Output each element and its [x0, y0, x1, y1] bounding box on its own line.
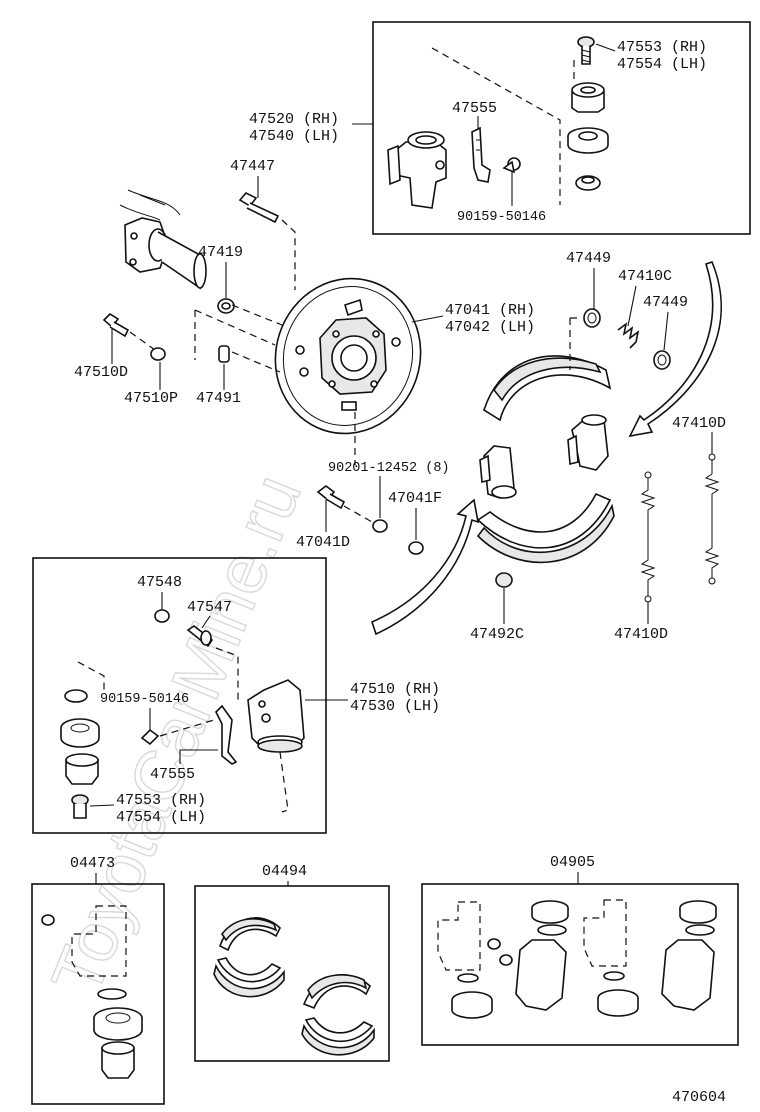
upper-wheel-cylinder-assembly — [387, 36, 609, 209]
label-kit-04473: 04473 — [70, 855, 115, 872]
label-47520-rh: 47520 (RH) — [249, 111, 339, 128]
label-47410d-lower: 47410D — [614, 626, 668, 643]
label-47553-rh-lower: 47553 (RH) — [116, 792, 206, 809]
label-47510d: 47510D — [74, 364, 128, 381]
plug-47492c — [495, 572, 513, 588]
lower-brake-shoe — [476, 492, 615, 564]
label-47449-b: 47449 — [643, 294, 688, 311]
label-47491: 47491 — [196, 390, 241, 407]
label-47041-rh: 47041 (RH) — [445, 302, 535, 319]
kit-04473-box — [31, 883, 165, 1105]
label-47410d-right: 47410D — [672, 415, 726, 432]
bolt-47510d — [102, 312, 130, 338]
upper-brake-shoe — [483, 355, 612, 422]
label-47041d: 47041D — [296, 534, 350, 551]
label-47510p: 47510P — [124, 390, 178, 407]
label-47553-rh: 47553 (RH) — [617, 39, 707, 56]
backing-plate — [274, 277, 422, 435]
bolt-47447 — [238, 192, 280, 224]
washer-47449-a — [583, 308, 601, 328]
label-90201-12452: 90201-12452 (8) — [328, 461, 450, 476]
kit-04494-parts — [213, 917, 375, 1056]
spring-47410d-lower — [640, 471, 656, 603]
label-kit-04494: 04494 — [262, 863, 307, 880]
kit-04473-parts — [41, 905, 143, 1079]
label-47554-lh-lower: 47554 (LH) — [116, 809, 206, 826]
lower-wheel-cylinder-assembly — [60, 609, 305, 819]
label-47419: 47419 — [198, 244, 243, 261]
lower-wheel-cylinder-box — [32, 557, 327, 834]
flow-arrow-upper — [628, 261, 722, 438]
label-47510-rh: 47510 (RH) — [350, 681, 440, 698]
label-90159-50146-upper: 90159-50146 — [457, 210, 546, 225]
label-47555-lower: 47555 — [150, 766, 195, 783]
shoe-adjuster — [567, 414, 609, 471]
bolt-47041d — [316, 485, 346, 510]
label-47492c: 47492C — [470, 626, 524, 643]
upper-wheel-cylinder-box — [372, 21, 751, 235]
label-47547: 47547 — [187, 599, 232, 616]
label-47540-lh: 47540 (LH) — [249, 128, 339, 145]
label-47548: 47548 — [137, 574, 182, 591]
label-47530-lh: 47530 (LH) — [350, 698, 440, 715]
spring-47410c — [617, 322, 640, 349]
washer-47449-b — [653, 350, 671, 370]
kit-04494-box — [194, 885, 390, 1062]
axle-carrier — [119, 189, 207, 290]
label-47447: 47447 — [230, 158, 275, 175]
label-47555-upper: 47555 — [452, 100, 497, 117]
pin-47491 — [218, 345, 230, 363]
label-kit-04905: 04905 — [550, 854, 595, 871]
label-90159-50146-lower: 90159-50146 — [100, 692, 189, 707]
plug-47041f — [408, 541, 424, 555]
label-47449-a: 47449 — [566, 250, 611, 267]
center-wheel-cylinder — [479, 445, 517, 499]
label-47042-lh: 47042 (LH) — [445, 319, 535, 336]
nut-47510p — [150, 347, 166, 361]
diagram-code: 470604 — [672, 1089, 726, 1106]
seal-47419 — [217, 298, 235, 314]
spring-47410d-right — [704, 453, 720, 585]
flow-arrow-lower — [371, 498, 480, 636]
kit-04905-box — [421, 883, 739, 1046]
label-47041f: 47041F — [388, 490, 442, 507]
label-47554-lh: 47554 (LH) — [617, 56, 707, 73]
kit-04905-parts — [437, 899, 717, 1019]
washer-90201 — [372, 519, 388, 533]
label-47410c: 47410C — [618, 268, 672, 285]
